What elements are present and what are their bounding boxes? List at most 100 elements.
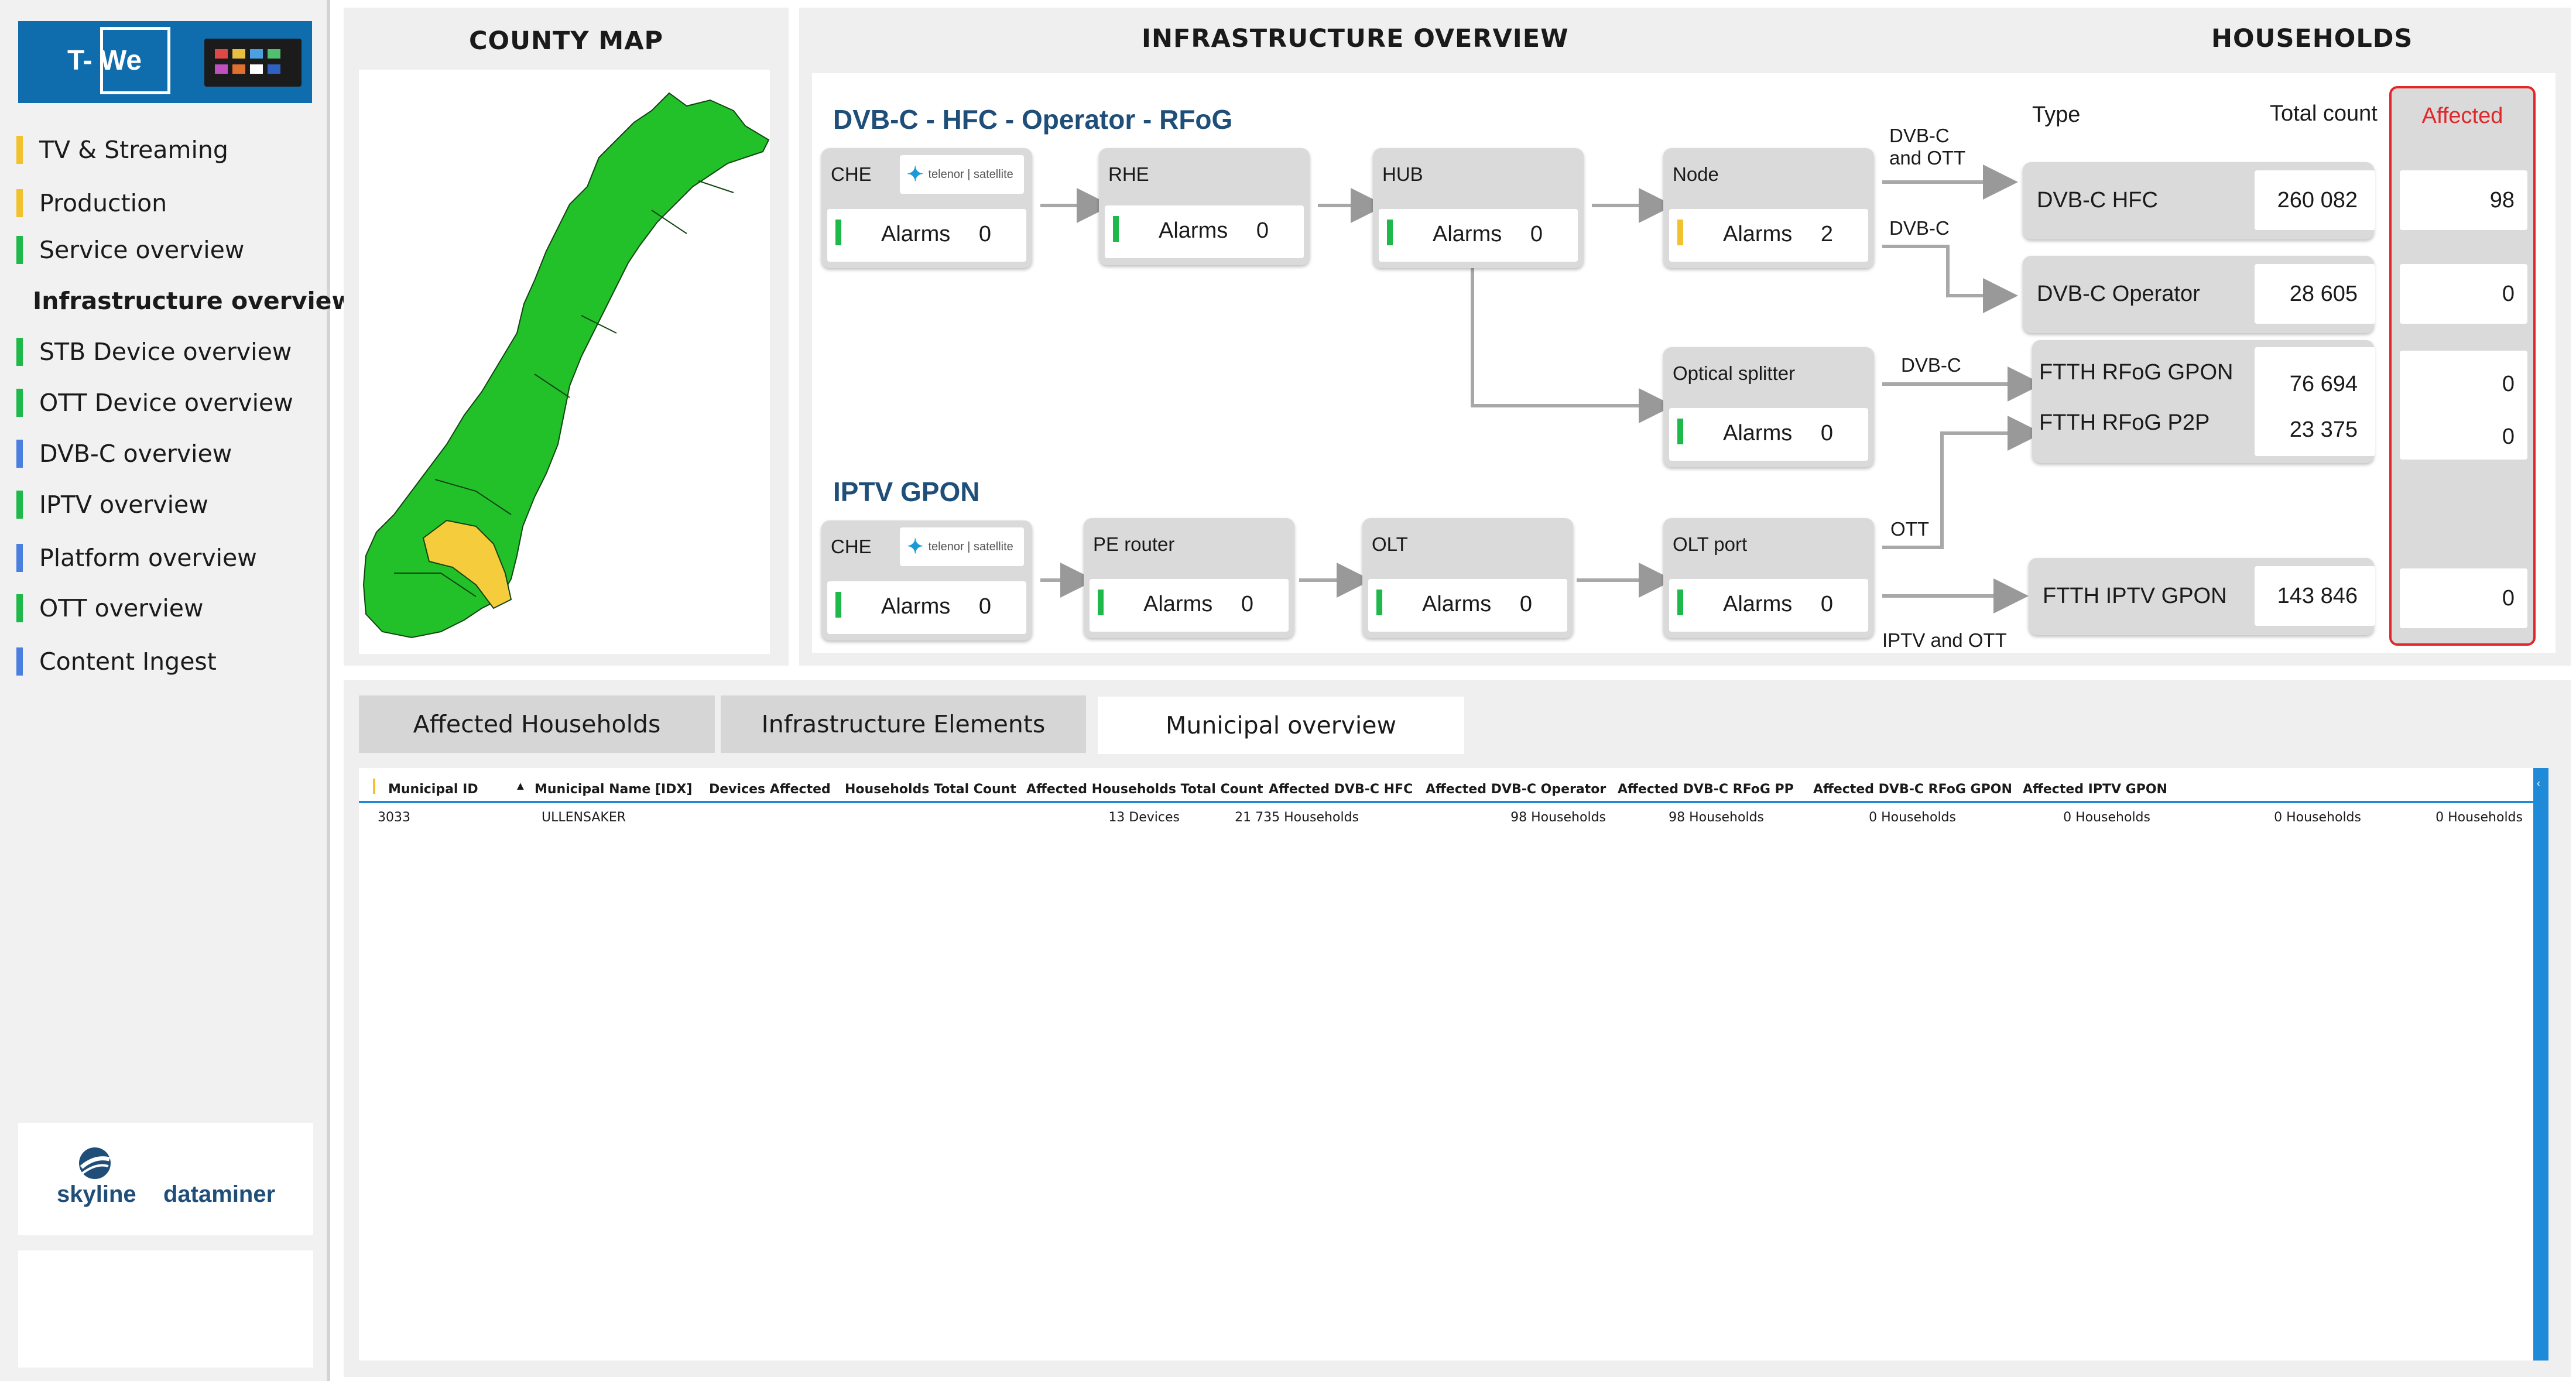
node-label: CHE [831,536,872,557]
nav-ott-overview[interactable]: OTT overview [16,590,321,626]
hh-affected: 0 [2502,372,2515,396]
tab-affected-households[interactable]: Affected Households [359,695,715,753]
telenor-logo-icon: ✦ [907,536,924,558]
alarm-box[interactable]: Alarms 0 [1379,209,1578,262]
col-municipal-id[interactable]: Municipal ID [388,782,478,797]
alarm-status-bar [1677,220,1683,245]
alarm-box[interactable]: Alarms 0 [1669,408,1868,461]
pe-router-node[interactable]: PE router Alarms 0 [1084,518,1294,638]
col-affected-iptv-gpon[interactable]: Affected IPTV GPON [2023,782,2167,797]
county-region-highlight[interactable] [422,519,512,609]
nav-service-overview[interactable]: Service overview [16,232,321,268]
nav-infrastructure-overview[interactable]: Infrastructure overview [16,283,354,319]
rhe-node[interactable]: RHE Alarms 0 [1099,148,1310,265]
node-label: PE router [1093,533,1175,555]
nav-production[interactable]: Production [16,185,321,221]
empty-widget [18,1250,313,1368]
tab-infrastructure-elements[interactable]: Infrastructure Elements [721,695,1086,753]
nav-tv-streaming[interactable]: TV & Streaming [16,132,321,168]
nav-dvbc-overview[interactable]: DVB-C overview [16,436,321,472]
col-affected-dvbc-rfog-pp[interactable]: Affected DVB-C RFoG PP [1618,782,1794,797]
col-affected-dvbc-hfc[interactable]: Affected DVB-C HFC [1269,782,1413,797]
hh-row-ftth-iptv[interactable]: FTTH IPTV GPON 143 846 [2029,558,2375,635]
alarm-status-bar [1376,590,1382,615]
alarm-count: 2 [1820,222,1833,246]
alarm-box[interactable]: Alarms 0 [1368,579,1567,632]
nav-iptv-overview[interactable]: IPTV overview [16,486,321,523]
node-label: RHE [1108,163,1149,185]
alarm-label: Alarms [1433,222,1502,246]
alarm-box[interactable]: Alarms 0 [1669,579,1868,632]
hub-node[interactable]: HUB Alarms 0 [1373,148,1584,268]
alarm-box[interactable]: Alarms 2 [1669,209,1868,262]
county-map-canvas[interactable] [359,70,770,654]
col-municipal-name[interactable]: Municipal Name [IDX] [535,782,693,797]
cell-municipal-id: 3033 [378,810,410,825]
nav-platform-overview[interactable]: Platform overview [16,540,321,576]
hh-total: 260 082 [2277,188,2358,213]
conn-label-dvbc-ott-2: and OTT [1889,147,1966,169]
cell-affected-dvbc-rfog-pp: 0 Households [2063,810,2150,825]
olt-port-node[interactable]: OLT port Alarms 0 [1663,518,1874,638]
conn-label-ott: OTT [1890,518,1929,540]
nav-label: DVB-C overview [39,440,232,468]
che-node-dvbc[interactable]: CHE ✦ telenor | satellite Alarms 0 [821,148,1032,268]
alarm-label: Alarms [881,222,951,246]
vertical-scrollbar[interactable]: ‹ [2533,768,2548,1361]
status-bar [16,491,23,519]
alarm-count: 0 [1820,592,1833,616]
hh-row-dvbc-hfc[interactable]: DVB-C HFC 260 082 [2023,162,2375,239]
hh-total-box: 76 694 23 375 [2255,347,2375,456]
nav-content-ingest[interactable]: Content Ingest [16,643,321,680]
hh-affected: 0 [2502,424,2515,449]
col-households-total[interactable]: Households Total Count [845,782,1016,797]
col-affected-dvbc-rfog-gpon[interactable]: Affected DVB-C RFoG GPON [1813,782,2012,797]
alarm-count: 0 [1241,592,1253,616]
alarm-count: 0 [978,594,991,619]
alarm-box[interactable]: Alarms 0 [827,209,1026,262]
nav-ott-device-overview[interactable]: OTT Device overview [16,385,321,421]
olt-node[interactable]: OLT Alarms 0 [1362,518,1573,638]
cell-municipal-name: ULLENSAKER [542,810,626,825]
sort-handle-icon [373,779,375,794]
alarm-label: Alarms [1723,222,1793,246]
hh-type: DVB-C HFC [2037,188,2158,213]
hh-type-header: Type [2032,102,2081,127]
alarm-box[interactable]: Alarms 0 [827,581,1026,634]
node-label: HUB [1382,163,1423,185]
hh-type: FTTH RFoG GPON [2039,360,2234,385]
hh-type: DVB-C Operator [2037,282,2200,306]
tab-municipal-overview[interactable]: Municipal overview [1098,697,1464,754]
sort-asc-icon[interactable]: ▲ [515,780,526,793]
county-region-main[interactable] [362,92,770,639]
partner-badge-text: telenor | satellite [928,167,1013,181]
sidebar: T- We TV & Streaming Production Service … [0,0,354,1381]
hh-type: FTTH IPTV GPON [2043,584,2227,608]
alarm-count: 0 [1256,218,1269,243]
hh-affected-box: 0 0 [2400,351,2527,460]
table-row[interactable]: 3033 ULLENSAKER 13 Devices 21 735 Househ… [359,804,2533,830]
connector-lines [1040,165,2043,614]
node-node[interactable]: Node Alarms 2 [1663,148,1874,268]
optical-splitter-node[interactable]: Optical splitter Alarms 0 [1663,347,1874,467]
node-label: Optical splitter [1673,362,1796,384]
alarm-label: Alarms [1723,421,1793,446]
col-devices-affected[interactable]: Devices Affected [709,782,831,797]
alarm-box[interactable]: Alarms 0 [1090,579,1289,632]
hh-row-ftth-rfog[interactable]: FTTH RFoG GPON FTTH RFoG P2P 76 694 23 3… [2032,340,2375,463]
cell-affected-dvbc-rfog-gpon: 0 Households [2274,810,2361,825]
alarm-box[interactable]: Alarms 0 [1105,205,1304,258]
col-affected-dvbc-operator[interactable]: Affected DVB-C Operator [1426,782,1606,797]
status-bar [16,389,23,417]
scroll-collapse-icon[interactable]: ‹ [2537,777,2540,789]
iptv-section-title: IPTV GPON [833,477,980,507]
nav-label: Content Ingest [39,647,217,676]
alarm-count: 0 [978,222,991,246]
che-node-iptv[interactable]: CHE ✦ telenor | satellite Alarms 0 [821,520,1032,640]
hh-row-dvbc-operator[interactable]: DVB-C Operator 28 605 [2023,256,2375,333]
norway-map[interactable] [359,70,770,654]
brand-dataminer: dataminer [163,1181,276,1207]
col-affected-households-total[interactable]: Affected Households Total Count [1026,782,1263,797]
nav-stb-device-overview[interactable]: STB Device overview [16,334,321,370]
status-bar [16,544,23,572]
